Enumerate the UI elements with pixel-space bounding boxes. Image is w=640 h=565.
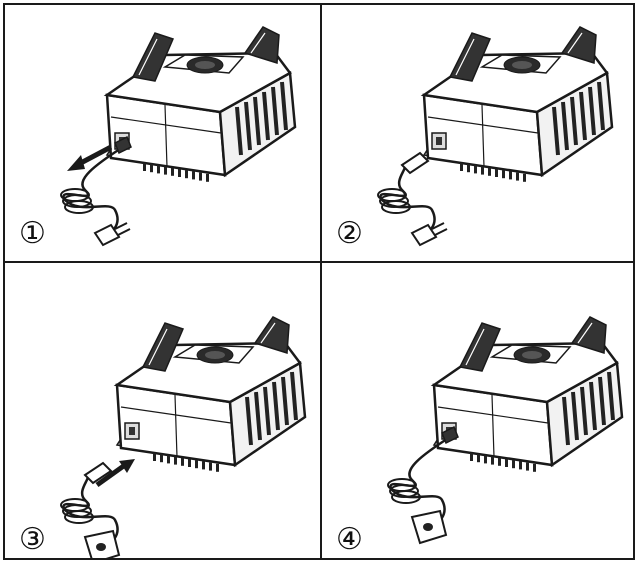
- power-cable: [60, 461, 121, 558]
- grid-divider-vertical: [320, 3, 322, 560]
- power-cable: [387, 425, 459, 545]
- charger-illustration: [60, 316, 307, 558]
- step-number: ③: [19, 522, 46, 557]
- direction-arrow-icon: [95, 459, 135, 488]
- step-panel-2: ②: [322, 5, 633, 261]
- power-cable: [377, 151, 448, 247]
- steps-grid: [3, 3, 635, 560]
- step-number: ①: [19, 216, 46, 251]
- step-panel-1: ①: [5, 5, 320, 261]
- charger-illustration: [377, 26, 614, 247]
- charger-illustration: [60, 26, 297, 247]
- step-panel-3: ③: [5, 263, 320, 558]
- step-panel-4: ④: [322, 263, 633, 558]
- grid-divider-horizontal: [3, 261, 635, 263]
- step-number: ②: [336, 216, 363, 251]
- direction-arrow-icon: [67, 144, 113, 171]
- power-cable: [60, 135, 132, 247]
- step-number: ④: [336, 522, 363, 557]
- charger-illustration: [387, 316, 624, 545]
